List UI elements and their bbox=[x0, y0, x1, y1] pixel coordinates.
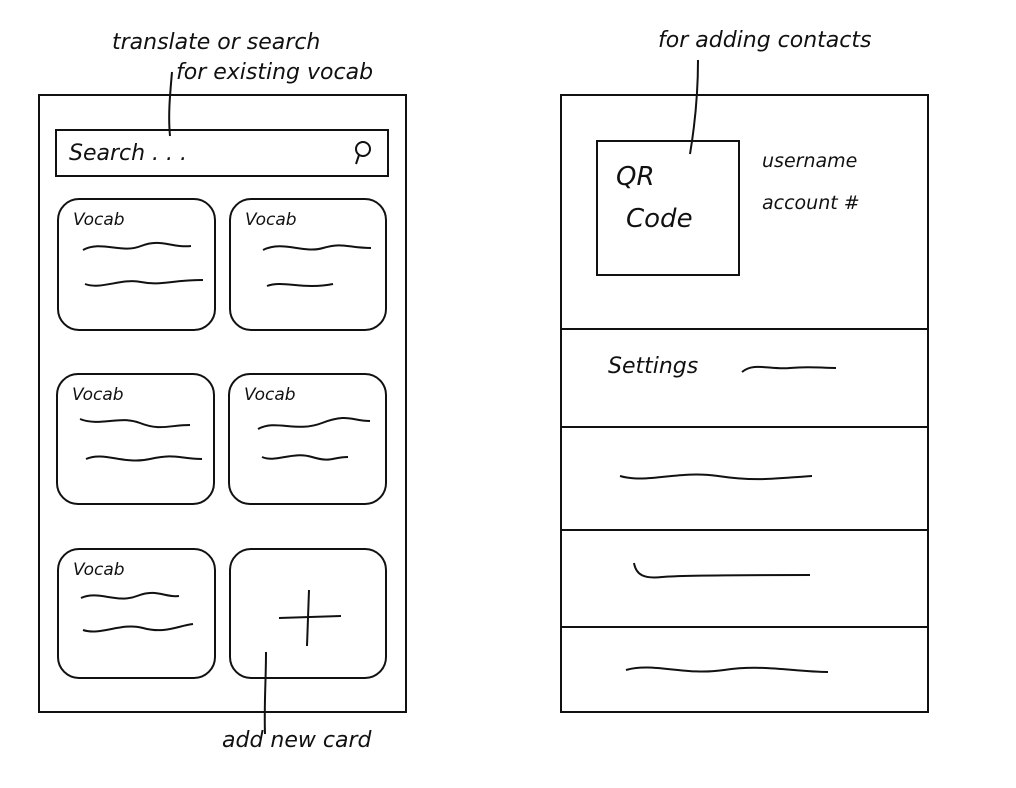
vocab-card-title: Vocab bbox=[244, 385, 296, 405]
vocab-card[interactable]: Vocab bbox=[56, 373, 215, 505]
search-annotation-line1: translate or search bbox=[112, 30, 321, 55]
vocab-card[interactable]: Vocab bbox=[57, 548, 216, 679]
account-number-label: account # bbox=[762, 192, 860, 214]
vocab-card-title: Vocab bbox=[245, 210, 297, 230]
qr-code-label-line1: QR bbox=[616, 162, 655, 192]
placeholder-text-line bbox=[633, 562, 811, 579]
vocab-card-title: Vocab bbox=[73, 210, 125, 230]
placeholder-text-lines bbox=[80, 591, 194, 633]
placeholder-text-lines bbox=[262, 244, 372, 287]
placeholder-text-lines bbox=[257, 416, 371, 461]
placeholder-text-line bbox=[741, 365, 837, 373]
placeholder-text-line bbox=[625, 666, 829, 673]
qr-code-label-line2: Code bbox=[626, 204, 693, 234]
profile-screen: QR Code username account # Settings bbox=[560, 94, 929, 713]
add-card-annotation: add new card bbox=[222, 728, 372, 753]
add-card-button[interactable] bbox=[229, 548, 387, 679]
search-placeholder: Search . . . bbox=[69, 141, 188, 166]
vocab-screen: Search . . . Vocab Vocab Vocab Vocab bbox=[38, 94, 407, 713]
username-label: username bbox=[762, 150, 858, 172]
search-annotation-line2: for existing vocab bbox=[176, 60, 374, 85]
menu-item[interactable] bbox=[562, 626, 927, 715]
add-card-annotation-pointer bbox=[263, 651, 267, 735]
contacts-annotation-pointer bbox=[689, 59, 699, 155]
vocab-card[interactable]: Vocab bbox=[57, 198, 216, 331]
contacts-annotation: for adding contacts bbox=[658, 28, 872, 53]
menu-item[interactable] bbox=[562, 426, 927, 530]
search-input[interactable]: Search . . . bbox=[55, 129, 389, 177]
vocab-card-title: Vocab bbox=[73, 560, 125, 580]
settings-label: Settings bbox=[608, 354, 699, 379]
placeholder-text-lines bbox=[82, 241, 204, 287]
placeholder-text-line bbox=[619, 473, 813, 481]
menu-item[interactable] bbox=[562, 529, 927, 629]
menu-item-settings[interactable]: Settings bbox=[562, 328, 927, 426]
qr-code[interactable]: QR Code bbox=[596, 140, 740, 276]
placeholder-text-lines bbox=[79, 418, 203, 462]
search-icon[interactable] bbox=[351, 139, 373, 167]
vocab-card-title: Vocab bbox=[72, 385, 124, 405]
plus-icon bbox=[278, 589, 342, 647]
vocab-card[interactable]: Vocab bbox=[228, 373, 387, 505]
vocab-card[interactable]: Vocab bbox=[229, 198, 387, 331]
